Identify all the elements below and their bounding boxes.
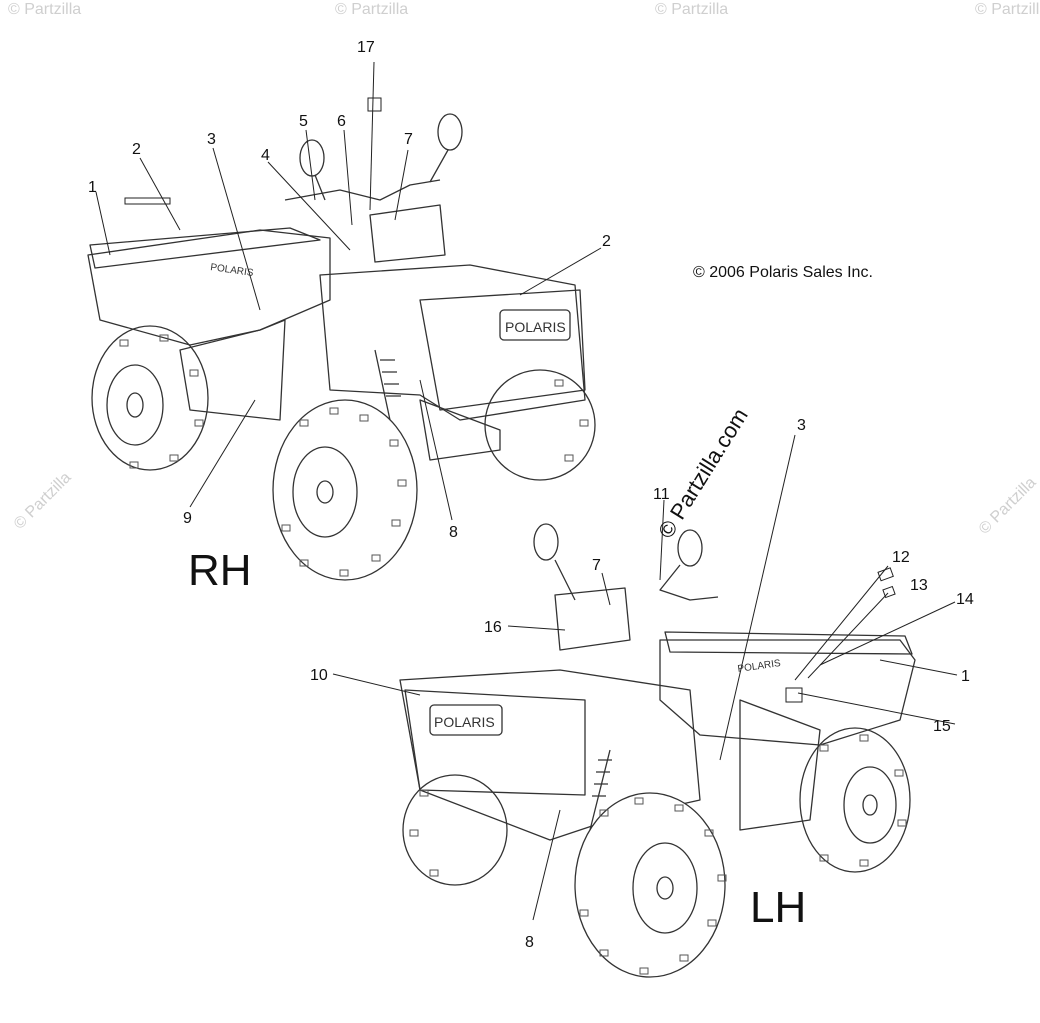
callout-rh-3: 3 <box>207 131 216 148</box>
partzilla-watermark: © Partzilla.com <box>653 404 753 543</box>
callout-rh-2b: 2 <box>602 233 611 250</box>
lh-brand-text: POLARIS <box>434 714 495 730</box>
faint-watermark: © Partzilla <box>8 1 81 18</box>
callout-rh-5: 5 <box>299 113 308 130</box>
callout-lh-13: 13 <box>910 577 928 594</box>
callout-lh-16: 16 <box>484 619 502 636</box>
callout-lh-12: 12 <box>892 549 910 566</box>
callout-rh-1: 1 <box>88 179 97 196</box>
rh-callouts: 1 2 3 4 5 6 17 7 2 9 8 <box>88 39 611 541</box>
callout-rh-9: 9 <box>183 510 192 527</box>
lh-side-brand-text: POLARIS <box>737 658 782 675</box>
callout-lh-11: 11 <box>653 486 670 503</box>
callout-lh-15: 15 <box>933 718 951 735</box>
rh-leaders <box>95 61 602 521</box>
callout-lh-7: 7 <box>592 557 601 574</box>
faint-watermark: © Partzilla <box>11 469 75 533</box>
view-label-lh: LH <box>750 883 806 932</box>
copyright-text: © 2006 Polaris Sales Inc. <box>693 264 873 281</box>
callout-rh-2: 2 <box>132 141 141 158</box>
view-label-rh: RH <box>188 546 252 595</box>
faint-watermark: © Partzilla <box>975 1 1040 18</box>
callout-lh-14: 14 <box>956 591 974 608</box>
callout-lh-8: 8 <box>525 934 534 951</box>
callout-rh-8: 8 <box>449 524 458 541</box>
callout-lh-10: 10 <box>310 667 328 684</box>
rh-side-brand-text: POLARIS <box>210 262 255 279</box>
callout-lh-1: 1 <box>961 668 970 685</box>
callout-rh-7: 7 <box>404 131 413 148</box>
faint-watermark: © Partzilla <box>655 1 728 18</box>
lh-leaders <box>332 434 958 921</box>
faint-watermark: © Partzilla <box>335 1 408 18</box>
callout-rh-4: 4 <box>261 147 270 164</box>
faint-watermark: © Partzilla <box>976 474 1040 538</box>
rh-brand-text: POLARIS <box>505 319 566 335</box>
callout-lh-3: 3 <box>797 417 806 434</box>
atv-lh-drawing: POLARIS POLARIS <box>399 523 916 978</box>
lh-callouts: 3 11 7 16 10 12 13 14 1 15 8 <box>310 417 974 951</box>
callout-rh-6: 6 <box>337 113 346 130</box>
callout-rh-17: 17 <box>357 39 375 56</box>
atv-rh-drawing: POLARIS POLARIS <box>87 113 596 581</box>
